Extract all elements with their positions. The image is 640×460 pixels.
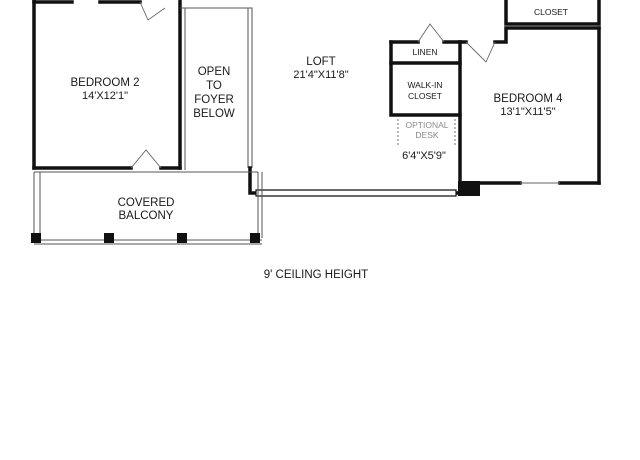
walkin-closet-label-2: CLOSET bbox=[408, 91, 442, 101]
optional-desk-label-2: DESK bbox=[415, 130, 438, 140]
bedroom-4-walls bbox=[458, 26, 601, 196]
bedroom-2-dimensions: 14'X12'1" bbox=[82, 90, 128, 102]
linen-label: LINEN bbox=[412, 47, 437, 57]
optional-desk-label-1: OPTIONAL bbox=[406, 120, 449, 130]
loft-label: LOFT bbox=[306, 56, 335, 68]
optional-desk-dimensions: 6'4"X5'9" bbox=[402, 150, 446, 162]
open-to-foyer-outline bbox=[180, 7, 253, 170]
balcony-post bbox=[250, 233, 260, 243]
bedroom-2-door bbox=[130, 1, 166, 169]
balcony-post bbox=[31, 233, 41, 243]
covered-balcony-label-2: BALCONY bbox=[119, 210, 174, 222]
walkin-closet-label-1: WALK-IN bbox=[407, 80, 442, 90]
covered-balcony-label-1: COVERED bbox=[118, 197, 175, 209]
bedroom-4-label: BEDROOM 4 bbox=[493, 93, 563, 105]
bedroom-2-label: BEDROOM 2 bbox=[70, 77, 139, 89]
open-foyer-label-1: OPEN bbox=[198, 66, 231, 78]
linen-walkin-walls bbox=[389, 23, 462, 117]
ceiling-height-note: 9' CEILING HEIGHT bbox=[264, 269, 368, 281]
balcony-post bbox=[177, 233, 187, 243]
top-right-closet-walls bbox=[504, 0, 601, 26]
balcony-post bbox=[104, 233, 114, 243]
wall-column bbox=[458, 181, 480, 196]
closet-label: CLOSET bbox=[534, 7, 568, 17]
bedroom-4-dimensions: 13'1"X11'5" bbox=[500, 106, 555, 118]
optional-desk-outline bbox=[397, 119, 456, 145]
loft-walls bbox=[248, 166, 462, 197]
open-foyer-label-3: FOYER bbox=[194, 94, 234, 106]
loft-dimensions: 21'4"X11'8" bbox=[293, 69, 348, 81]
bedroom-2-walls bbox=[32, 0, 182, 170]
open-foyer-label-2: TO bbox=[206, 80, 222, 92]
open-foyer-label-4: BELOW bbox=[193, 108, 235, 120]
covered-balcony-outline bbox=[31, 171, 263, 245]
